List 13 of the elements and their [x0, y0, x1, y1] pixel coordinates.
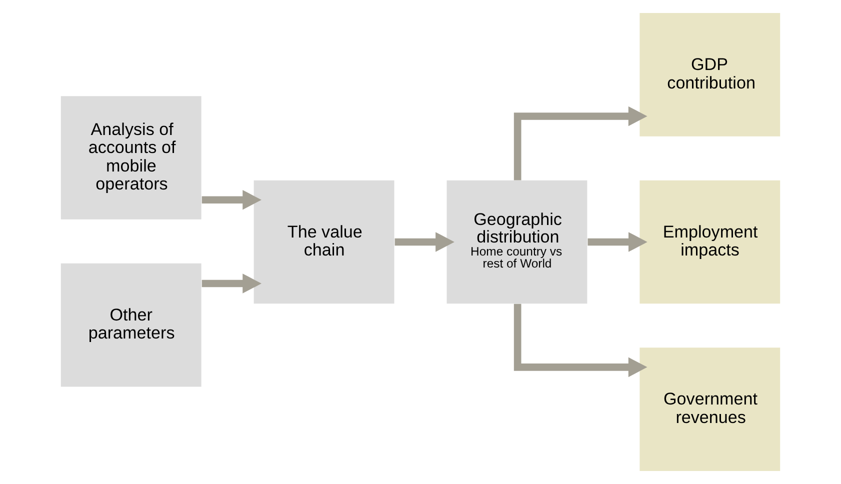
node-box: Geographic distribution Home country vs rest of World	[446, 180, 588, 304]
node-box: Analysis of accounts of mobile operators	[60, 96, 202, 220]
arrow	[202, 274, 262, 294]
arrow	[394, 232, 454, 252]
arrow	[588, 232, 648, 252]
node-box: Employment impacts	[640, 180, 780, 304]
arrow	[514, 106, 648, 180]
node-box: Government revenues	[640, 348, 780, 471]
arrow	[202, 190, 262, 210]
node-box: The value chain	[254, 180, 394, 304]
node-box: GDP contribution	[640, 13, 780, 136]
arrow	[514, 304, 648, 378]
node-box: Other parameters	[60, 263, 202, 387]
